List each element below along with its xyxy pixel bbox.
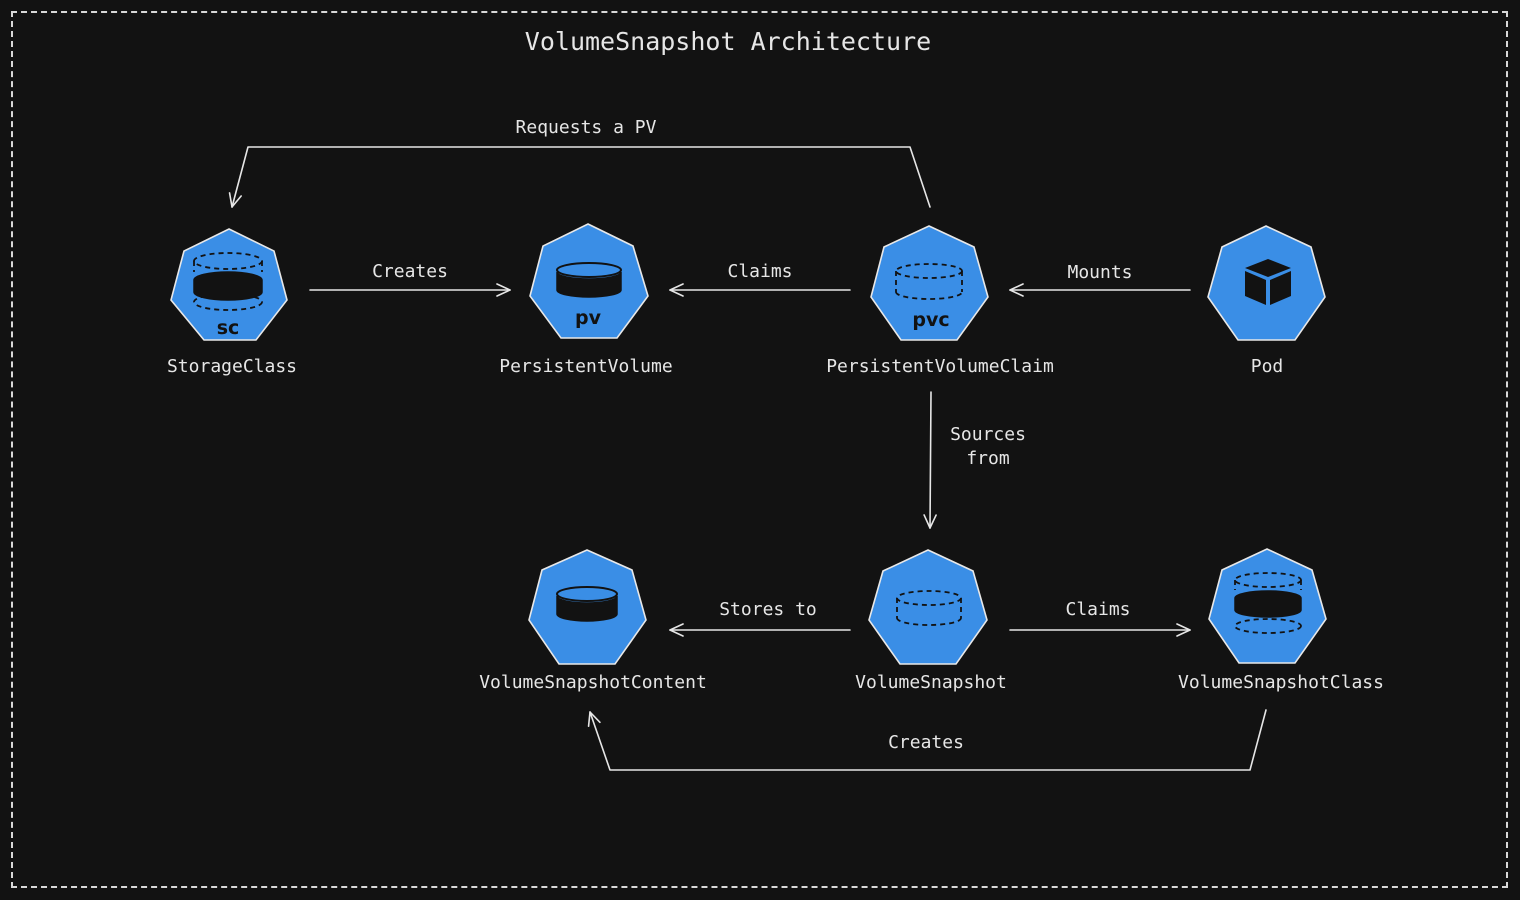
- node-label-storageclass: StorageClass: [167, 356, 297, 377]
- node-label-persistentvolumeclaim: PersistentVolumeClaim: [826, 356, 1054, 377]
- node-label-volumesnapshotclass: VolumeSnapshotClass: [1178, 672, 1384, 693]
- diagram-frame: [11, 11, 1508, 888]
- edge-stores-to: Stores to: [669, 599, 851, 637]
- node-label-volumesnapshot: VolumeSnapshot: [855, 672, 1007, 693]
- volumesnapshotcontent-icon: [528, 549, 647, 665]
- edge-pvc-claims-pv: Claims: [669, 261, 851, 297]
- persistentvolumeclaim-icon: pvc: [870, 225, 989, 341]
- volumesnapshot-icon: [868, 549, 988, 665]
- node-label-pod: Pod: [1251, 356, 1284, 377]
- edge-label-sources: Sources: [950, 424, 1026, 445]
- edge-vsc-creates-content: Creates: [587, 709, 1267, 771]
- node-label-volumesnapshotcontent: VolumeSnapshotContent: [479, 672, 707, 693]
- diagram-title: VolumeSnapshot Architecture: [525, 27, 931, 56]
- edge-label-from: from: [966, 448, 1009, 469]
- edge-sources-from: Sources from: [923, 391, 1026, 529]
- persistentvolume-icon: pv: [529, 223, 649, 339]
- persistentvolume-badge: pv: [575, 307, 602, 329]
- edge-label-stores-to: Stores to: [719, 599, 817, 620]
- edge-vs-claims-vsc: Claims: [1009, 599, 1191, 637]
- node-volumesnapshot[interactable]: VolumeSnapshot: [855, 549, 1007, 693]
- edge-label-pvc-claims-pv: Claims: [727, 261, 792, 282]
- edge-requests-pv-line: [228, 146, 931, 208]
- node-persistentvolumeclaim[interactable]: pvc PersistentVolumeClaim: [826, 225, 1054, 377]
- node-persistentvolume[interactable]: pv PersistentVolume: [499, 223, 673, 377]
- edge-label-sc-creates-pv: Creates: [372, 261, 448, 282]
- node-volumesnapshotcontent[interactable]: VolumeSnapshotContent: [479, 549, 707, 693]
- edge-vsc-creates-content-line: [587, 709, 1267, 771]
- storageclass-badge: sc: [217, 317, 240, 339]
- persistentvolumeclaim-badge: pvc: [912, 309, 949, 331]
- edge-label-vs-claims-vsc: Claims: [1065, 599, 1130, 620]
- pod-cube-icon: [1207, 225, 1326, 341]
- edge-label-requests-pv: Requests a PV: [516, 117, 657, 138]
- edge-label-vsc-creates-content: Creates: [888, 732, 964, 753]
- node-volumesnapshotclass[interactable]: VolumeSnapshotClass: [1178, 548, 1384, 693]
- edge-label-pod-mounts-pvc: Mounts: [1067, 262, 1132, 283]
- storageclass-icon: sc: [170, 228, 288, 341]
- edge-requests-pv: Requests a PV: [228, 117, 931, 208]
- edge-pod-mounts-pvc: Mounts: [1009, 262, 1191, 297]
- edge-sources-from-line: [923, 391, 937, 529]
- node-label-persistentvolume: PersistentVolume: [499, 356, 672, 377]
- node-pod[interactable]: Pod: [1207, 225, 1326, 377]
- volumesnapshotclass-icon: [1208, 548, 1327, 664]
- node-storageclass[interactable]: sc StorageClass: [167, 228, 297, 377]
- edge-sc-creates-pv: Creates: [309, 261, 511, 297]
